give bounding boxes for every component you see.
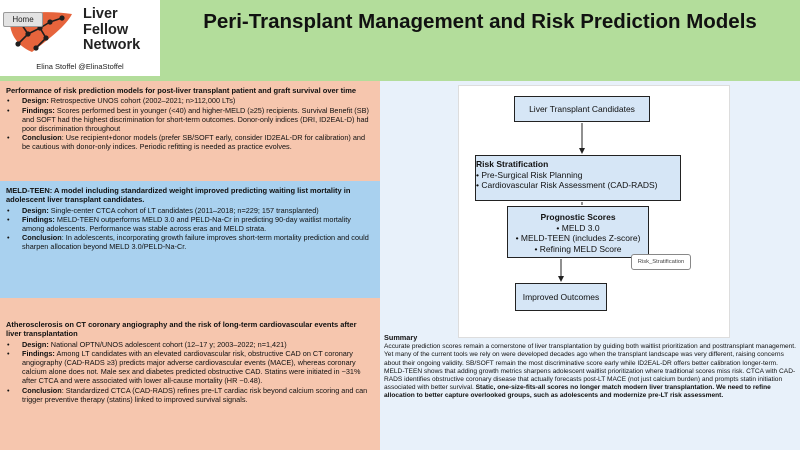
bullet-conclusion: Conclusion: In adolescents, incorporatin… — [6, 233, 374, 251]
home-button[interactable]: Home — [3, 12, 43, 27]
logo-line-2: Fellow — [83, 21, 129, 38]
flow-box-candidates: Liver Transplant Candidates — [514, 96, 650, 122]
summary: Summary Accurate prediction scores remai… — [384, 333, 797, 401]
header-divider — [0, 76, 800, 81]
flow-box-heading: Risk Stratification — [476, 159, 549, 169]
author-handle: Elina Stoffel @ElinaStoffel — [36, 62, 124, 71]
study-title: MELD-TEEN: A model including standardize… — [6, 186, 351, 205]
flow-box-risk-stratification: Risk Stratification • Pre-Surgical Risk … — [475, 155, 681, 201]
bullet-conclusion: Conclusion: Use recipient+donor models (… — [6, 133, 374, 151]
bullet-findings: Findings: Scores performed best in young… — [6, 106, 374, 134]
study-panel-risk-models: Performance of risk prediction models fo… — [0, 81, 380, 181]
right-panel: Liver Transplant Candidates Risk Stratif… — [380, 81, 800, 450]
summary-text: Accurate prediction scores remain a corn… — [384, 343, 796, 400]
study-panel-meld-teen: MELD-TEEN: A model including standardize… — [0, 181, 380, 298]
bullet-findings: Findings: Among LT candidates with an el… — [6, 349, 374, 386]
logo-line-3: Network — [83, 37, 141, 53]
flowchart-arrows — [558, 123, 585, 282]
bullet-design: Design: Single-center CTCA cohort of LT … — [6, 206, 374, 215]
flow-box-prognostic-scores: Prognostic Scores • MELD 3.0 • MELD-TEEN… — [507, 206, 649, 258]
flow-box-item: • Pre-Surgical Risk Planning — [476, 169, 583, 180]
bullet-findings: Findings: MELD-TEEN outperforms MELD 3.0… — [6, 215, 374, 233]
flow-box-item: • Cardiovascular Risk Assessment (CAD-RA… — [476, 180, 658, 191]
flow-box-item: • Refining MELD Score — [534, 243, 622, 254]
bullet-conclusion: Conclusion: Standardized CTCA (CAD-RADS)… — [6, 386, 374, 404]
header: Peri-Transplant Management and Risk Pred… — [160, 0, 800, 76]
bullet-design: Design: National OPTN/UNOS adolescent co… — [6, 340, 374, 349]
logo: Liver Fellow Network Elina Stoffel @Elin… — [0, 0, 160, 76]
study-bullets: Design: National OPTN/UNOS adolescent co… — [6, 340, 374, 404]
page-title: Peri-Transplant Management and Risk Pred… — [203, 10, 757, 33]
summary-bold-text: Static, one-size-fits-all scores no long… — [384, 384, 771, 400]
flowchart: Liver Transplant Candidates Risk Stratif… — [458, 85, 730, 338]
flow-box-outcomes: Improved Outcomes — [515, 283, 607, 311]
study-bullets: Design: Retrospective UNOS cohort (2002–… — [6, 96, 374, 151]
flow-box-item: • MELD-TEEN (includes Z-score) — [515, 233, 641, 244]
flowchart-tag[interactable]: Risk_Stratification — [631, 254, 691, 270]
study-panel-atherosclerosis: Atherosclerosis on CT coronary angiograp… — [0, 298, 380, 450]
flow-box-heading: Prognostic Scores — [540, 212, 616, 222]
flow-box-item: • MELD 3.0 — [556, 222, 600, 233]
bullet-design: Design: Retrospective UNOS cohort (2002–… — [6, 96, 374, 105]
summary-heading: Summary — [384, 333, 418, 342]
study-bullets: Design: Single-center CTCA cohort of LT … — [6, 206, 374, 252]
study-title: Atherosclerosis on CT coronary angiograp… — [6, 320, 357, 339]
study-title: Performance of risk prediction models fo… — [6, 86, 357, 95]
logo-wordmark: Liver Fellow Network — [83, 6, 141, 54]
logo-line-1: Liver — [83, 6, 118, 22]
